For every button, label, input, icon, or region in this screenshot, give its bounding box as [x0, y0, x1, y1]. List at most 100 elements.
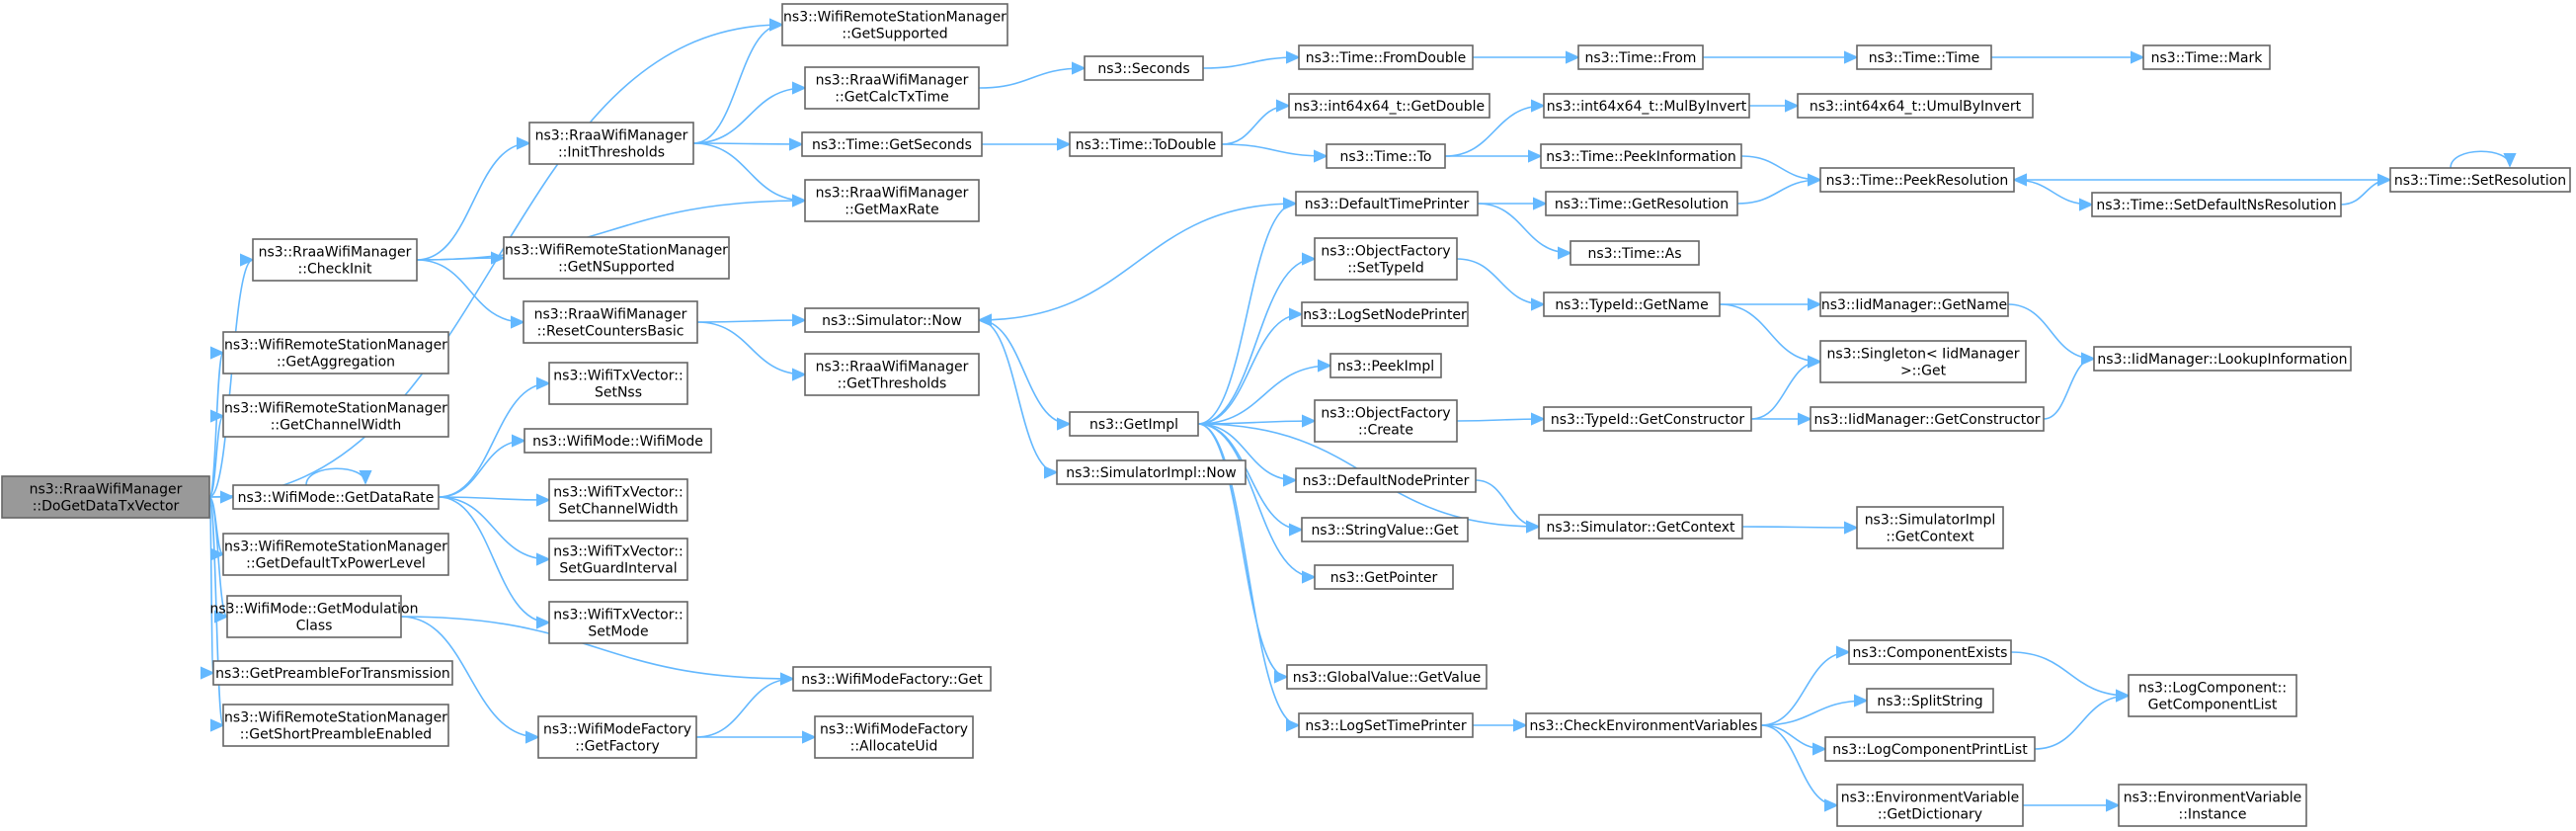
function-node[interactable]: ns3::TypeId::GetConstructor	[1543, 406, 1752, 432]
root-function-node[interactable]: ns3::RraaWifiManager::DoGetDataTxVector	[1, 475, 210, 519]
function-node[interactable]: ns3::ComponentExists	[1848, 639, 2012, 665]
function-node[interactable]: ns3::SplitString	[1866, 688, 1994, 713]
function-node[interactable]: ns3::int64x64_t::UmulByInvert	[1797, 93, 2034, 119]
function-node[interactable]: ns3::WifiMode::GetDataRate	[232, 484, 440, 510]
function-node[interactable]: ns3::StringValue::Get	[1301, 517, 1469, 542]
function-node[interactable]: ns3::Time::Time	[1856, 44, 1992, 70]
function-node[interactable]: ns3::Seconds	[1084, 55, 1204, 81]
function-node[interactable]: ns3::IidManager::GetConstructor	[1810, 406, 2045, 432]
function-node[interactable]: ns3::RraaWifiManager::GetMaxRate	[804, 179, 980, 222]
function-node[interactable]: ns3::RraaWifiManager::GetThresholds	[804, 353, 980, 396]
node-box	[801, 131, 983, 157]
node-label-line: ::InitThresholds	[558, 145, 665, 161]
function-node[interactable]: ns3::Simulator::GetContext	[1538, 514, 1743, 540]
function-node[interactable]: ns3::Singleton< IidManager>::Get	[1819, 340, 2027, 383]
node-label-line: GetComponentList	[2148, 698, 2278, 713]
call-edge	[696, 320, 805, 322]
node-box	[548, 362, 688, 405]
function-node[interactable]: ns3::Time::GetResolution	[1545, 191, 1738, 216]
call-edge	[416, 258, 504, 260]
function-node[interactable]: ns3::WifiModeFactory::AllocateUid	[814, 715, 974, 759]
function-node[interactable]: ns3::Time::To	[1326, 143, 1446, 169]
function-node[interactable]: ns3::LogSetTimePrinter	[1298, 712, 1474, 738]
function-node[interactable]: ns3::Time::ToDouble	[1069, 131, 1223, 157]
function-node[interactable]: ns3::DefaultNodePrinter	[1295, 467, 1477, 493]
function-node[interactable]: ns3::GetImpl	[1069, 411, 1199, 437]
function-node[interactable]: ns3::GetPreambleForTransmission	[212, 660, 453, 686]
function-node[interactable]: ns3::Time::SetResolution	[2389, 167, 2571, 193]
function-node[interactable]: ns3::WifiModeFactory::Get	[792, 666, 992, 692]
function-node[interactable]: ns3::GetPointer	[1314, 564, 1454, 590]
function-node[interactable]: ns3::Simulator::Now	[804, 307, 980, 333]
function-node[interactable]: ns3::WifiRemoteStationManager::GetDefaul…	[222, 533, 449, 576]
function-node[interactable]: ns3::IidManager::LookupInformation	[2093, 346, 2352, 372]
function-node[interactable]: ns3::WifiTxVector::SetNss	[548, 362, 688, 405]
node-label-line: ns3::Time::Time	[1869, 50, 1979, 66]
function-node[interactable]: ns3::Time::As	[1570, 240, 1700, 266]
function-node[interactable]: ns3::DefaultTimePrinter	[1295, 191, 1479, 216]
function-node[interactable]: ns3::WifiRemoteStationManager::GetChanne…	[222, 394, 449, 438]
function-node[interactable]: ns3::Time::PeekInformation	[1540, 143, 1742, 169]
function-node[interactable]: ns3::TypeId::GetName	[1543, 291, 1721, 317]
function-node[interactable]: ns3::WifiMode::WifiMode	[523, 428, 712, 454]
call-edge	[1740, 155, 1820, 180]
function-node[interactable]: ns3::SimulatorImpl::Now	[1056, 459, 1247, 485]
function-node[interactable]: ns3::WifiTxVector::SetMode	[548, 601, 688, 644]
call-edge	[208, 496, 227, 617]
function-node[interactable]: ns3::Time::PeekResolution	[1819, 167, 2015, 193]
function-node[interactable]: ns3::RraaWifiManager::ResetCountersBasic	[523, 300, 698, 344]
call-edge	[978, 319, 1070, 424]
function-node[interactable]: ns3::WifiRemoteStationManager::GetNSuppo…	[503, 236, 730, 280]
node-box	[1819, 291, 2009, 317]
function-node[interactable]: ns3::Time::GetSeconds	[801, 131, 983, 157]
function-node[interactable]: ns3::LogSetNodePrinter	[1301, 301, 1469, 327]
node-label-line: ns3::Seconds	[1097, 61, 1189, 77]
node-box	[1069, 411, 1199, 437]
node-label-line: ::GetMaxRate	[845, 203, 938, 218]
function-node[interactable]: ns3::int64x64_t::MulByInvert	[1543, 93, 1750, 119]
node-label-line: ns3::Time::SetResolution	[2394, 173, 2566, 189]
node-label-line: ::AllocateUid	[850, 739, 938, 755]
function-node[interactable]: ns3::IidManager::GetName	[1819, 291, 2009, 317]
function-node[interactable]: ns3::LogComponent::GetComponentList	[2128, 674, 2297, 717]
node-box	[1810, 406, 2045, 432]
function-node[interactable]: ns3::RraaWifiManager::CheckInit	[252, 238, 418, 282]
function-node[interactable]: ns3::Time::Mark	[2142, 44, 2271, 70]
function-node[interactable]: ns3::WifiRemoteStationManager::GetShortP…	[222, 704, 449, 747]
function-node[interactable]: ns3::int64x64_t::GetDouble	[1288, 93, 1490, 119]
function-node[interactable]: ns3::WifiRemoteStationManager::GetSuppor…	[781, 3, 1008, 46]
function-node[interactable]: ns3::GlobalValue::GetValue	[1286, 664, 1488, 690]
call-edge	[2010, 651, 2129, 696]
call-edge	[305, 467, 365, 486]
node-box	[792, 666, 992, 692]
call-edge	[1719, 303, 1820, 362]
node-label-line: ns3::LogComponent::	[2138, 681, 2287, 697]
function-node[interactable]: ns3::EnvironmentVariable::Instance	[2118, 784, 2307, 827]
node-label-line: ::GetCalcTxTime	[835, 90, 948, 106]
call-edge	[1221, 106, 1289, 145]
function-node[interactable]: ns3::PeekImpl	[1329, 353, 1442, 378]
function-node[interactable]: ns3::EnvironmentVariable::GetDictionary	[1836, 784, 2024, 827]
function-node[interactable]: ns3::RraaWifiManager::InitThresholds	[528, 122, 694, 165]
function-node[interactable]: ns3::SimulatorImpl::GetContext	[1856, 506, 2004, 549]
node-label-line: ns3::WifiTxVector::	[553, 608, 683, 623]
call-edge	[400, 616, 793, 679]
function-node[interactable]: ns3::CheckEnvironmentVariables	[1525, 712, 1762, 738]
function-node[interactable]: ns3::WifiModeFactory::GetFactory	[537, 715, 697, 759]
node-label-line: ns3::RraaWifiManager	[816, 73, 969, 89]
function-node[interactable]: ns3::WifiTxVector::SetChannelWidth	[548, 478, 688, 522]
function-node[interactable]: ns3::Time::SetDefaultNsResolution	[2091, 192, 2342, 217]
node-label-line: ns3::WifiRemoteStationManager	[224, 338, 447, 354]
function-node[interactable]: ns3::Time::FromDouble	[1298, 44, 1474, 70]
function-node[interactable]: ns3::Time::From	[1577, 44, 1704, 70]
node-box	[537, 715, 697, 759]
function-node[interactable]: ns3::WifiRemoteStationManager::GetAggreg…	[222, 331, 449, 374]
node-box	[1301, 517, 1469, 542]
function-node[interactable]: ns3::ObjectFactory::Create	[1314, 399, 1458, 443]
node-label-line: ns3::GetPreambleForTransmission	[215, 666, 450, 682]
function-node[interactable]: ns3::ObjectFactory::SetTypeId	[1314, 237, 1458, 281]
function-node[interactable]: ns3::WifiTxVector::SetGuardInterval	[548, 538, 688, 581]
function-node[interactable]: ns3::RraaWifiManager::GetCalcTxTime	[804, 66, 980, 110]
function-node[interactable]: ns3::LogComponentPrintList	[1824, 736, 2036, 762]
